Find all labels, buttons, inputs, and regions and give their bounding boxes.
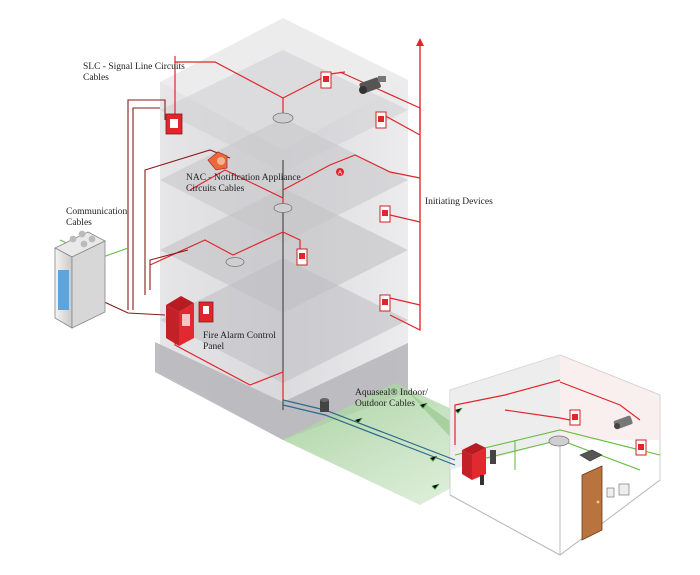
camera-icon [359, 76, 386, 94]
junction-box-icon [579, 449, 603, 462]
fire-alarm-panel-icon [166, 296, 194, 346]
camera-icon-annex [613, 415, 633, 430]
aquaseal-cables-label: Aquaseal® Indoor/Outdoor Cables [355, 388, 428, 409]
initiating-devices-label: Initiating Devices [425, 197, 493, 207]
server-rack-icon [54, 230, 106, 329]
door-icon [581, 465, 630, 541]
annex-panel-icon [462, 443, 496, 485]
module-box-icon [165, 113, 214, 323]
horn-strobe-icon [207, 151, 228, 171]
smoke-detector-icon [225, 112, 570, 447]
pull-station-icon [296, 71, 647, 456]
alert-beacon-icon: A [336, 168, 344, 177]
outdoor-enclosure-icon [320, 398, 329, 412]
vertical-risers [174, 38, 424, 330]
cable-markers [354, 402, 463, 490]
svg-text:A: A [338, 171, 342, 177]
building-annex [449, 354, 661, 556]
